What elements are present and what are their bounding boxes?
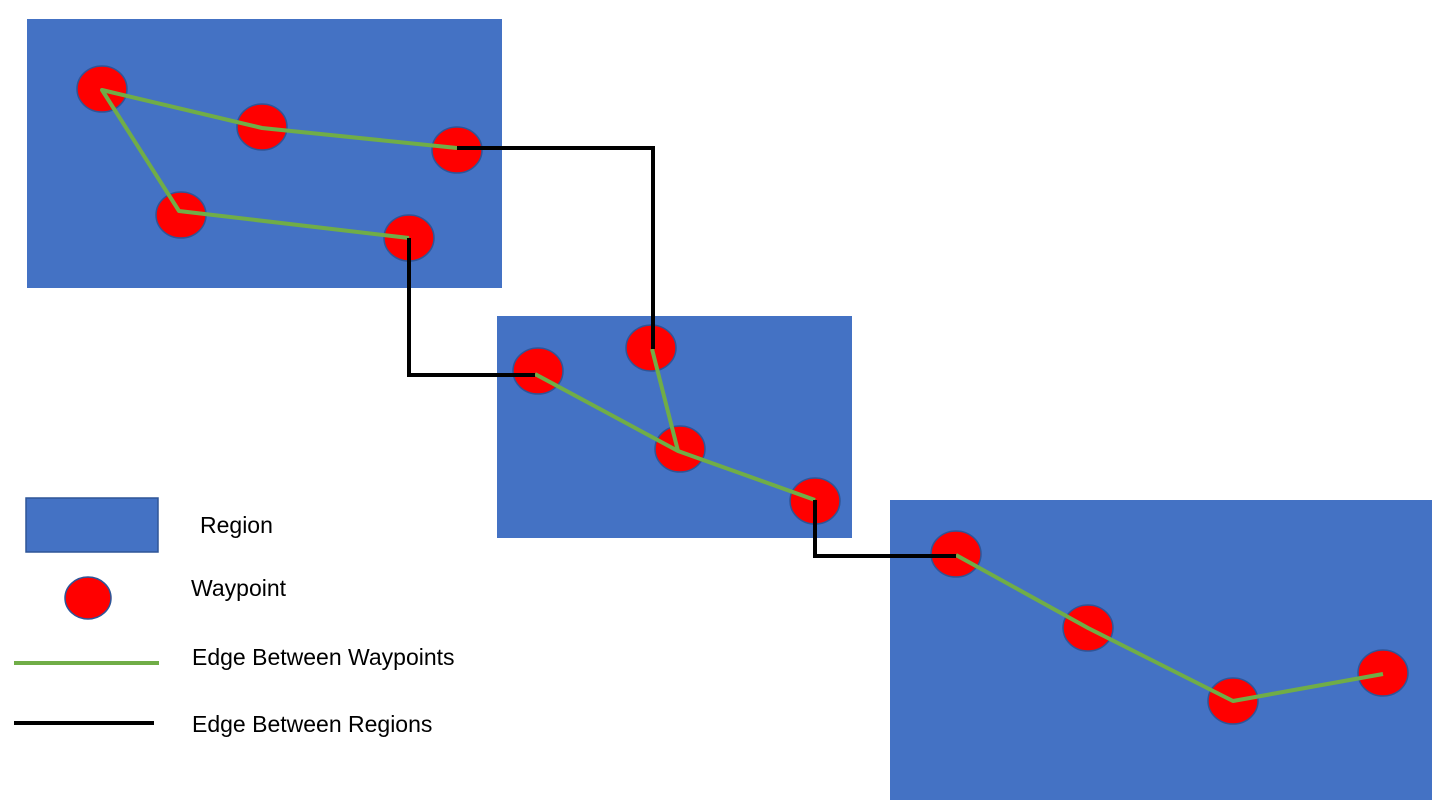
- legend-region-label: Region: [200, 512, 273, 538]
- waypoint: [654, 425, 706, 473]
- legend: Region Waypoint Edge Between Waypoints E…: [14, 497, 455, 737]
- legend-waypoint-edge-label: Edge Between Waypoints: [192, 644, 455, 670]
- region-edge: [813, 500, 956, 558]
- region-edge: [407, 238, 535, 377]
- waypoint-edge: [955, 553, 1384, 703]
- region-edge: [457, 146, 655, 349]
- legend-region-swatch: [25, 497, 159, 553]
- legend-waypoint-swatch: [64, 576, 112, 620]
- waypoint-edge: [650, 348, 680, 452]
- legend-waypoint-label: Waypoint: [191, 575, 287, 601]
- waypoint-edge: [100, 88, 458, 240]
- waypoint: [1357, 649, 1409, 697]
- legend-region-edge-label: Edge Between Regions: [192, 711, 432, 737]
